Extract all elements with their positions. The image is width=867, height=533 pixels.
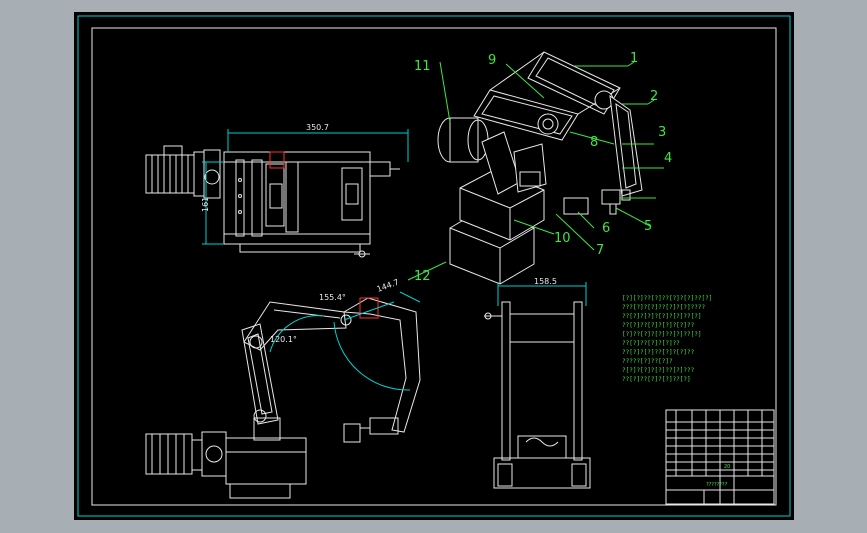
isometric-view bbox=[437, 51, 643, 285]
note-line: ???[?]?[?]??[?]?[?]???? bbox=[622, 304, 705, 311]
callout-8: 8 bbox=[590, 135, 598, 150]
title-block-name: ???????? bbox=[706, 482, 728, 488]
callout-2: 2 bbox=[650, 89, 658, 104]
technical-notes: [?][?]??[?]??[?]?[?]??[?] ???[?]?[?]??[?… bbox=[622, 295, 712, 383]
callout-11: 11 bbox=[414, 59, 431, 74]
inner-border bbox=[91, 27, 777, 506]
title-block bbox=[665, 409, 775, 505]
side-view bbox=[145, 129, 409, 258]
callout-10: 10 bbox=[554, 231, 571, 246]
note-line: ?[?]?[?]?[?]??[?]??? bbox=[622, 367, 695, 374]
dim-angle-a: 155.4° bbox=[319, 293, 346, 302]
note-line: ??[?]?[?]??[?]?[?]?? bbox=[622, 349, 695, 356]
cad-drawing: 350.7 161 bbox=[77, 15, 791, 517]
callout-7: 7 bbox=[596, 243, 604, 258]
callout-leaders bbox=[407, 61, 664, 281]
outer-border bbox=[77, 15, 791, 517]
note-line: ?????[?]??[?]? bbox=[622, 358, 673, 365]
dim-side-height: 161 bbox=[201, 197, 210, 212]
callout-3: 3 bbox=[658, 125, 666, 140]
note-line: ??[?]??[?]?[?]??[?] bbox=[622, 376, 691, 383]
note-line: [?][?]??[?]??[?]?[?]??[?] bbox=[622, 295, 712, 302]
callout-4: 4 bbox=[664, 151, 672, 166]
dim-angle-b: 144.7 bbox=[376, 278, 401, 294]
front-view bbox=[484, 282, 591, 489]
drawing-sheet: 350.7 161 bbox=[74, 12, 794, 520]
callout-5: 5 bbox=[644, 219, 652, 234]
dim-front-width: 158.5 bbox=[534, 277, 557, 286]
note-line: ??[?]??[?]?[?]?[?]?? bbox=[622, 322, 695, 329]
note-line: ??[?]??[?]?[?]?? bbox=[622, 340, 680, 347]
callout-1: 1 bbox=[630, 51, 638, 66]
arm-view bbox=[145, 291, 421, 499]
title-block-scale: 20 bbox=[724, 464, 730, 470]
dim-angle-c: 120.1° bbox=[270, 335, 297, 344]
dim-side-width: 350.7 bbox=[306, 123, 329, 132]
callout-9: 9 bbox=[488, 53, 496, 68]
note-line: ??[?]?[?]?[?]?[?]??[?] bbox=[622, 313, 701, 320]
callout-12: 12 bbox=[414, 269, 431, 284]
note-line: [?]??[?]?[?]??[?]??[?] bbox=[622, 331, 701, 338]
callout-6: 6 bbox=[602, 221, 610, 236]
